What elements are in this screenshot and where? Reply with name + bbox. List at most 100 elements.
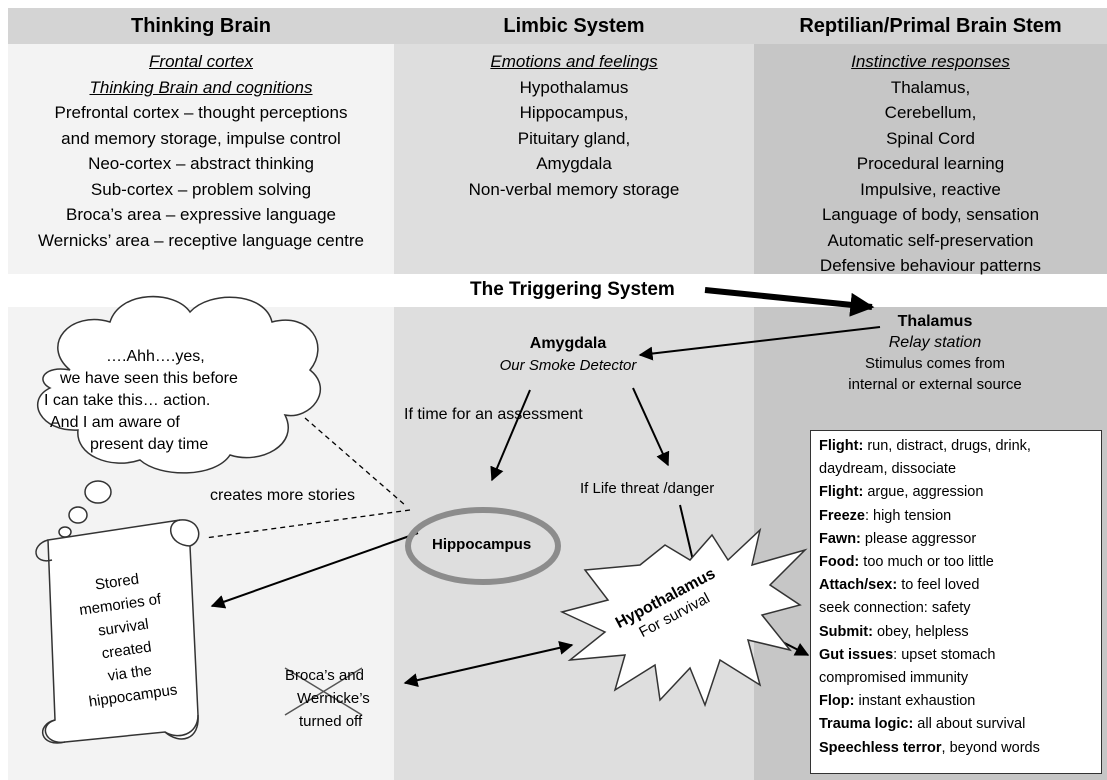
triggering-system-title: The Triggering System bbox=[470, 279, 675, 300]
broca-line: Broca’s and bbox=[285, 667, 364, 684]
response-term: Freeze bbox=[819, 507, 865, 524]
response-row: Food: too much or too little bbox=[819, 551, 1101, 574]
scroll-text: Stored memories of survival created via … bbox=[51, 562, 199, 717]
amygdala-title: Amygdala bbox=[529, 335, 607, 352]
list-item: Pituitary gland, bbox=[517, 128, 631, 148]
list-item: Impulsive, reactive bbox=[860, 179, 1001, 199]
list-item: Spinal Cord bbox=[886, 128, 975, 148]
top-left-bg bbox=[8, 44, 394, 274]
response-row: Flight: argue, aggression bbox=[819, 481, 1101, 504]
response-term: Flight: bbox=[819, 484, 864, 501]
list-item: Wernicks’ area – receptive language cent… bbox=[37, 230, 364, 250]
broca-text: Broca’s and Wernicke’s turned off bbox=[285, 664, 395, 733]
arrow-thalamus-to-amygdala bbox=[638, 326, 881, 361]
thought-line: present day time bbox=[90, 436, 209, 453]
bottom-mid-bg bbox=[394, 307, 754, 780]
broca-line: turned off bbox=[299, 713, 363, 730]
response-row: Flight: run, distract, drugs, drink, bbox=[819, 435, 1101, 458]
arrow-broca-hypothalamus bbox=[403, 640, 574, 688]
amygdala-block: Amygdala Our Smoke Detector bbox=[468, 333, 668, 377]
top-mid-bg bbox=[394, 44, 754, 274]
thalamus-subtitle: Relay station bbox=[888, 334, 982, 351]
thought-line: And I am aware of bbox=[50, 414, 180, 431]
hippocampus-ellipse bbox=[405, 507, 561, 585]
broca-line: Wernicke’s bbox=[297, 690, 370, 707]
scroll-shape bbox=[35, 519, 200, 744]
response-text: , beyond words bbox=[941, 739, 1040, 756]
subtitle: Emotions and feelings bbox=[490, 52, 658, 71]
arrow-hippocampus-to-scroll bbox=[210, 532, 419, 609]
response-term: Food: bbox=[819, 554, 860, 571]
list-item: Thalamus, bbox=[890, 77, 971, 97]
list-item: Sub-cortex – problem solving bbox=[90, 179, 312, 199]
triggering-arrow bbox=[704, 287, 875, 317]
reptilian-brain-list: Instinctive responses Thalamus, Cerebell… bbox=[754, 44, 1107, 279]
list-item: Broca’s area – expressive language bbox=[66, 205, 336, 224]
response-text: run, distract, drugs, drink, bbox=[863, 438, 1031, 454]
thinking-brain-list: Frontal cortex Thinking Brain and cognit… bbox=[8, 44, 394, 279]
response-text: all about survival bbox=[913, 716, 1026, 733]
response-text: to feel loved bbox=[897, 577, 980, 594]
thought-line: ….Ahh….yes, bbox=[106, 348, 205, 365]
response-row: Freeze: high tension bbox=[819, 505, 1101, 528]
response-row: Fawn: please aggressor bbox=[819, 528, 1101, 551]
list-item: Procedural learning bbox=[856, 154, 1005, 173]
response-row: Gut issues: upset stomach bbox=[819, 644, 1101, 667]
cross-out-line bbox=[284, 667, 363, 716]
response-row: Attach/sex: to feel loved bbox=[819, 574, 1101, 597]
hypothalamus-burst bbox=[559, 527, 808, 708]
response-row: compromised immunity bbox=[819, 667, 1101, 690]
assessment-label: If time for an assessment bbox=[404, 406, 583, 423]
top-right-bg bbox=[754, 44, 1107, 274]
thalamus-desc: Stimulus comes from bbox=[864, 355, 1006, 372]
list-item: Automatic self-preservation bbox=[827, 230, 1034, 250]
response-term: Flop: bbox=[819, 693, 855, 710]
response-text: seek connection: safety bbox=[819, 600, 971, 617]
list-item: Hippocampus, bbox=[519, 103, 629, 122]
list-item: Non-verbal memory storage bbox=[468, 179, 680, 199]
response-row: daydream, dissociate bbox=[819, 458, 1101, 481]
response-text: daydream, dissociate bbox=[819, 461, 957, 478]
response-term: Submit: bbox=[819, 623, 873, 640]
response-row: Trauma logic: all about survival bbox=[819, 713, 1101, 736]
header-reptilian-brain: Reptilian/Primal Brain Stem bbox=[754, 8, 1107, 44]
survival-responses-box: Flight: run, distract, drugs, drink, day… bbox=[810, 430, 1102, 774]
response-row: seek connection: safety bbox=[819, 597, 1101, 620]
dashed-hippocampus-to-scroll bbox=[204, 509, 411, 539]
thought-cloud-text: ….Ahh….yes, we have seen this before I c… bbox=[42, 346, 312, 456]
response-row: Submit: obey, helpless bbox=[819, 621, 1101, 644]
response-term: Flight: bbox=[819, 438, 864, 454]
thought-line: I can take this… action. bbox=[44, 392, 211, 409]
thought-line: we have seen this before bbox=[60, 370, 238, 387]
subtitle: Instinctive responses bbox=[851, 52, 1010, 71]
response-row: Speechless terror, beyond words bbox=[819, 737, 1101, 760]
thalamus-desc: internal or external source bbox=[848, 376, 1022, 393]
header-limbic-system: Limbic System bbox=[394, 8, 754, 44]
list-item: Prefrontal cortex – thought perceptions bbox=[54, 103, 348, 122]
response-term: Attach/sex: bbox=[819, 577, 898, 594]
threat-label: If Life threat /danger bbox=[580, 480, 715, 497]
dashed-cloud-to-hippocampus bbox=[304, 417, 406, 506]
response-term: Gut issues bbox=[819, 646, 894, 663]
response-text: please aggressor bbox=[860, 530, 977, 547]
response-text: : high tension bbox=[864, 507, 952, 524]
response-text: instant exhaustion bbox=[854, 693, 976, 710]
list-item: Amygdala bbox=[536, 154, 612, 173]
response-text: argue, aggression bbox=[863, 484, 984, 501]
arrow-amygdala-to-hippocampus bbox=[490, 389, 531, 482]
thalamus-title: Thalamus bbox=[897, 313, 973, 330]
response-row: Flop: instant exhaustion bbox=[819, 690, 1101, 713]
list-item: Neo-cortex – abstract thinking bbox=[88, 154, 314, 173]
response-term: Trauma logic: bbox=[819, 716, 914, 733]
response-text: obey, helpless bbox=[872, 623, 969, 640]
stories-label: creates more stories bbox=[210, 487, 355, 504]
thalamus-block: Thalamus Relay station Stimulus comes fr… bbox=[800, 311, 1070, 395]
list-item: and memory storage, impulse control bbox=[61, 128, 341, 148]
amygdala-subtitle: Our Smoke Detector bbox=[499, 357, 637, 374]
thought-cloud bbox=[37, 295, 322, 538]
response-term: Speechless terror bbox=[819, 739, 942, 756]
response-text: too much or too little bbox=[859, 554, 994, 571]
hippocampus-label: Hippocampus bbox=[432, 536, 532, 553]
limbic-system-list: Emotions and feelings Hypothalamus Hippo… bbox=[394, 44, 754, 279]
